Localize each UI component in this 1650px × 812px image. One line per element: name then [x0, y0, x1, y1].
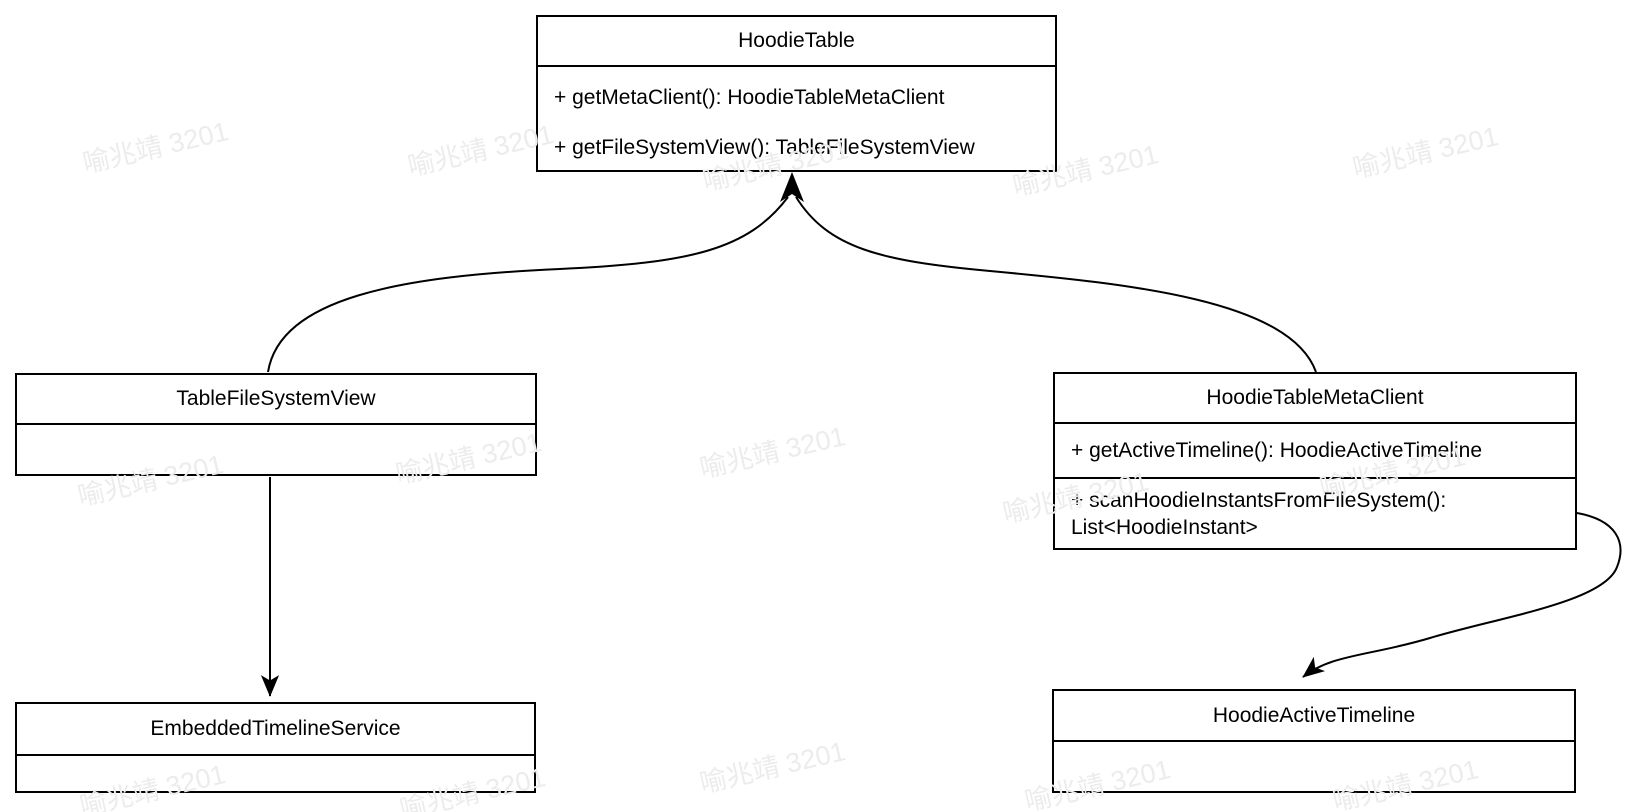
arrowhead-into-hoodietable: [780, 172, 804, 202]
class-embeddedtimelineservice-body: [17, 756, 534, 791]
watermark: 喻兆靖 3201: [404, 119, 557, 182]
method-scanhoodieinstants: + scanHoodieInstantsFromFileSystem(): Li…: [1071, 489, 1447, 539]
class-hoodietable: HoodieTable + getMetaClient(): HoodieTab…: [536, 15, 1057, 172]
watermark: 喻兆靖 3201: [79, 116, 232, 179]
class-hoodietablemetaclient: HoodieTableMetaClient + getActiveTimelin…: [1053, 372, 1577, 550]
class-hoodietable-title: HoodieTable: [538, 17, 1055, 67]
class-embeddedtimelineservice-title: EmbeddedTimelineService: [17, 704, 534, 756]
watermark: 喻兆靖 3201: [696, 736, 849, 799]
method-getfilesystemview: + getFileSystemView(): TableFileSystemVi…: [554, 136, 975, 159]
watermark: 喻兆靖 3201: [1349, 121, 1502, 184]
watermark: 喻兆靖 3201: [696, 421, 849, 484]
class-hoodietable-methods: + getMetaClient(): HoodieTableMetaClient…: [538, 67, 1055, 173]
class-tablefilesystemview-body: [17, 425, 535, 474]
class-hoodieactivetimeline-title: HoodieActiveTimeline: [1054, 691, 1574, 742]
class-tablefilesystemview: TableFileSystemView: [15, 373, 537, 476]
edge-tablefilesystemview-to-hoodietable: [267, 196, 789, 373]
class-hoodieactivetimeline: HoodieActiveTimeline: [1052, 689, 1576, 793]
class-hoodieactivetimeline-body: [1054, 742, 1574, 791]
class-hoodietablemetaclient-title: HoodieTableMetaClient: [1055, 374, 1575, 424]
edge-hoodietablemetaclient-to-hoodietable: [795, 196, 1317, 373]
method-getactivetimeline: + getActiveTimeline(): HoodieActiveTimel…: [1055, 424, 1575, 479]
method-getmetaclient: + getMetaClient(): HoodieTableMetaClient: [554, 86, 945, 109]
class-tablefilesystemview-title: TableFileSystemView: [17, 375, 535, 425]
class-embeddedtimelineservice: EmbeddedTimelineService: [15, 702, 536, 793]
